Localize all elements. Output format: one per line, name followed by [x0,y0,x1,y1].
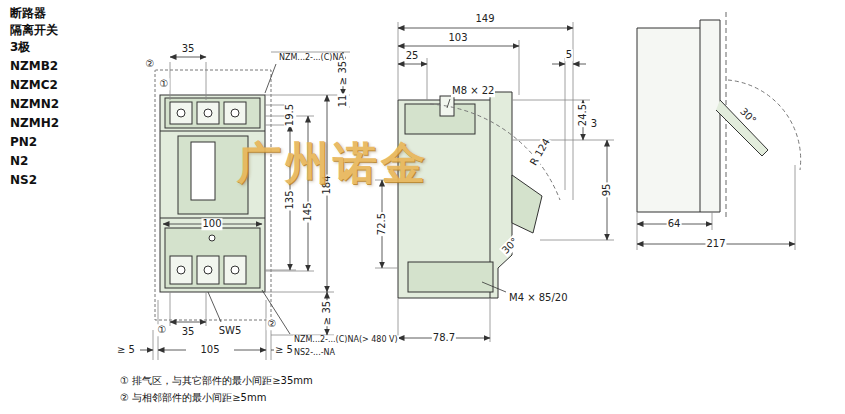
dimension: ≥ 5 [116,344,136,356]
angle: 30° [737,105,759,127]
dimension: 95 [601,183,613,198]
front-dimensions [140,52,350,360]
dimension: ≥ 5 [274,344,294,356]
model-name: N2 [10,155,28,169]
dimension: 11 [337,94,349,109]
dimension: 35 [181,326,196,338]
model-name: NZMB2 [10,60,58,74]
part-label: M4 × 85/20 [508,292,569,304]
dimension: 78.7 [432,332,456,344]
dimension: 217 [705,238,726,250]
model-name: NZMH2 [10,117,59,131]
footnote: ② 与相邻部件的最小间距≥5mm [120,392,266,404]
dimension: 72.5 [376,212,388,236]
part-label: M8 × 22 [451,85,495,97]
dimension: 25 [405,50,420,62]
dimension: ≥ 35 [321,300,333,326]
type-heading: 断路器 [10,7,46,21]
callout-number: ① [159,78,170,90]
type-heading: 3极 [10,41,30,55]
dimension: 24.5 [577,103,589,127]
variant-note: NZM...2-...(C)NA(> 480 V) [293,335,399,344]
dimension: 145 [302,201,314,222]
footnote: ① 排气区，与其它部件的最小间距≥35mm [120,375,313,387]
part-label: SW5 [218,325,243,337]
type-heading: 隔离开关 [10,24,58,38]
dimension: 19.5 [284,103,296,127]
dimension: 3 [590,118,598,130]
dimension: 149 [474,13,495,25]
dimension: 5 [565,49,573,61]
model-name: NZMN2 [10,98,59,112]
model-name: NZMC2 [10,79,58,93]
model-name: NS2 [10,174,37,188]
callout-number: ① [157,324,168,336]
variant-note: NS2-...-NA [293,348,336,357]
door-dimensions [637,165,795,250]
door-view [637,12,801,218]
dimension: 100 [201,218,222,230]
dimension: 103 [447,32,468,44]
callout-number: ② [267,318,278,330]
side-view [398,92,560,298]
dimension: R 124 [527,136,553,169]
dimension: 135 [284,189,296,210]
dimension: 64 [667,218,682,230]
dimension: 105 [199,344,220,356]
model-name: PN2 [10,136,37,150]
watermark: 广州诺金 [237,138,429,189]
callout-number: ② [145,58,156,70]
front-view [155,70,271,320]
variant-note: NZM...2-...(C)NA [278,53,345,62]
angle: 30° [499,235,521,257]
dimension: 35 [181,43,196,55]
dimension: ≥ 35 [337,60,349,86]
